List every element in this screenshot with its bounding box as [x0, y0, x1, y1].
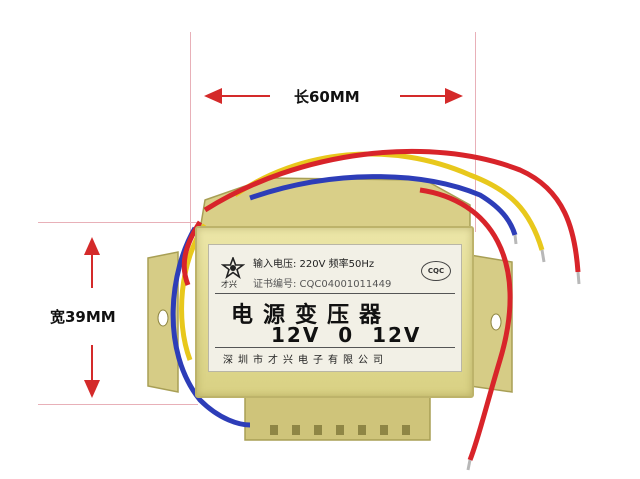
- wire-red-top: [203, 148, 581, 273]
- right-guide-line: [475, 32, 476, 232]
- wire-blue-top: [249, 174, 518, 236]
- brand-mark-text: 才兴: [221, 280, 237, 289]
- brand-logo-icon: [221, 257, 245, 279]
- company-name-text: 深圳市才兴电子有限公司: [223, 355, 388, 366]
- length-dimension-label: 长60MM: [290, 86, 364, 107]
- cqc-badge: CQC: [421, 261, 451, 281]
- label-divider-top: [215, 293, 455, 294]
- product-name-text: 电源变压器: [231, 303, 392, 328]
- label-divider-bottom: [215, 347, 455, 348]
- core-top: [199, 177, 471, 231]
- width-dimension-label: 宽39MM: [46, 306, 120, 327]
- wire-red-long: [419, 187, 513, 461]
- left-guide-line: [190, 32, 191, 232]
- input-voltage-text: 输入电压: 220V 频率50Hz: [253, 259, 375, 270]
- wire-blue-left: [170, 226, 251, 428]
- top-guide-line: [38, 222, 198, 223]
- output-voltage-text: 12V 0 12V: [271, 323, 422, 347]
- certificate-number-text: 证书编号: CQC04001011449: [253, 279, 392, 290]
- bottom-guide-line: [38, 404, 198, 405]
- wire-yellow: [233, 151, 545, 251]
- label-sticker: 才兴 输入电压: 220V 频率50Hz 证书编号: CQC0400101144…: [208, 244, 462, 372]
